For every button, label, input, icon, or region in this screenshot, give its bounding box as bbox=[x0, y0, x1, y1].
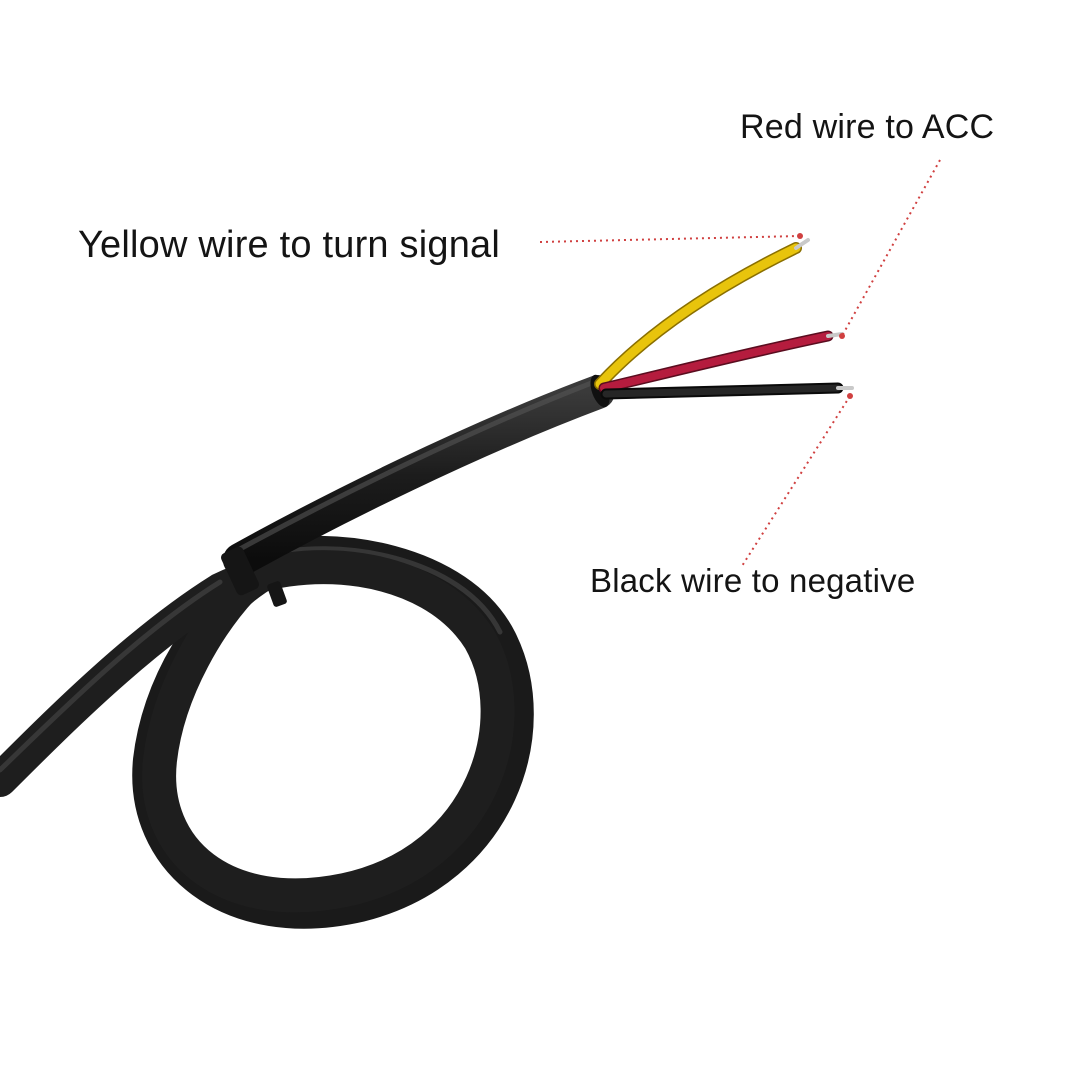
label-red-wire: Red wire to ACC bbox=[740, 108, 995, 146]
leader-black bbox=[741, 395, 851, 567]
label-yellow-wire: Yellow wire to turn signal bbox=[78, 224, 501, 266]
leader-lines bbox=[539, 159, 941, 567]
label-black-wire: Black wire to negative bbox=[590, 562, 916, 599]
cable-tie-icon bbox=[221, 546, 287, 607]
yellow-wire bbox=[594, 238, 810, 390]
leader-red bbox=[841, 159, 941, 337]
cable-loop-front-highlight bbox=[0, 579, 223, 773]
cable-loop-front bbox=[0, 550, 515, 913]
cable-loop-back-highlight bbox=[262, 546, 503, 635]
cable-rising bbox=[223, 375, 615, 577]
cable-rising-highlight bbox=[237, 379, 597, 552]
black-wire bbox=[600, 382, 854, 400]
cable-icon bbox=[0, 374, 615, 929]
leader-yellow bbox=[539, 235, 801, 243]
leader-endpoints bbox=[797, 233, 853, 399]
